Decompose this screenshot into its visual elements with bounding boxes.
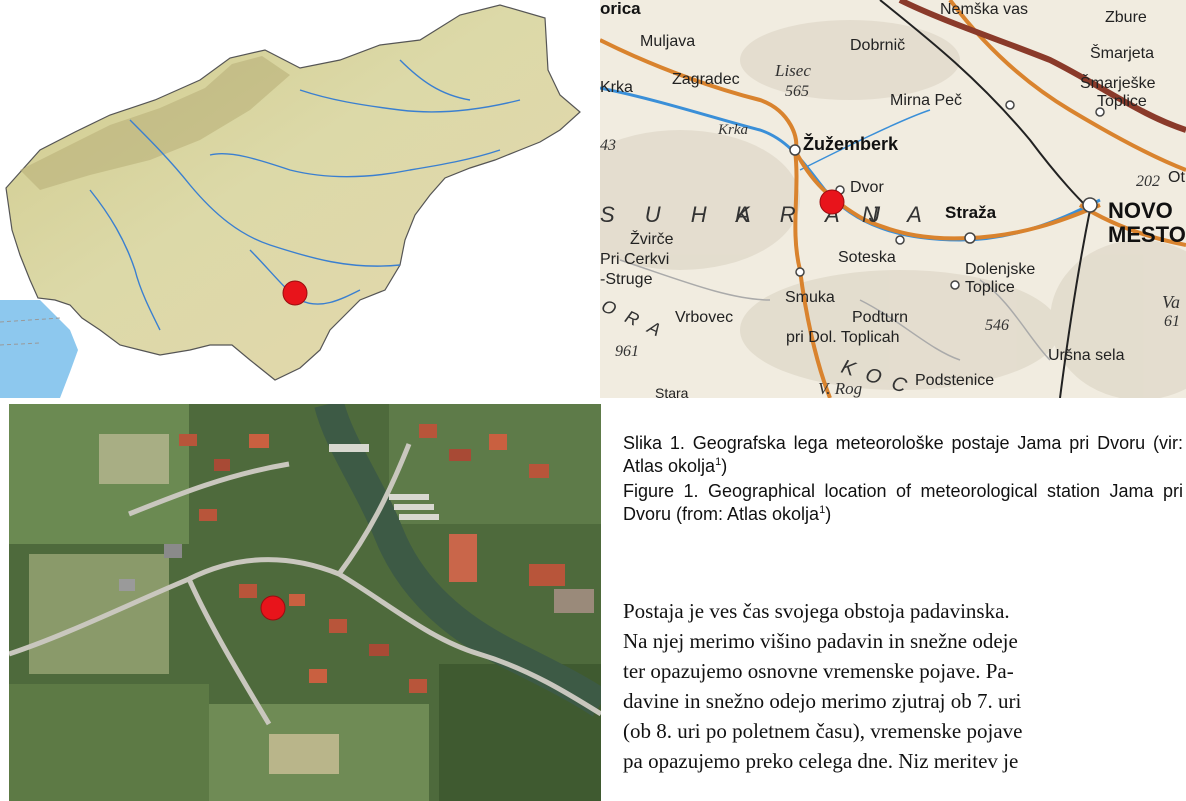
label-zagradec: Zagradec bbox=[672, 71, 740, 88]
alps-relief bbox=[20, 56, 290, 190]
label-straza: Straža bbox=[945, 203, 997, 222]
label-zbure: Zbure bbox=[1105, 9, 1147, 26]
label-vrbovec: Vrbovec bbox=[675, 309, 733, 326]
aerial-roads bbox=[9, 443, 601, 726]
minor-roads bbox=[619, 259, 1051, 361]
slovenia-land bbox=[5, 4, 581, 381]
slovenia-overview-map bbox=[0, 0, 596, 398]
body-line: ter opazujemo osnovne vremenske pojave. … bbox=[623, 659, 1014, 683]
road-map: orica Nemška vas Zbure Muljava Dobrnič Š… bbox=[600, 0, 1186, 398]
label-toplice-1: Toplice bbox=[1097, 93, 1147, 110]
elevation-565: 565 bbox=[785, 83, 809, 100]
body-line: pa opazujemo preko celega dne. Niz merit… bbox=[623, 749, 1019, 773]
body-line: Na njej merimo višino padavin in snežne … bbox=[623, 629, 1018, 653]
station-location-marker bbox=[819, 189, 845, 215]
railway bbox=[879, 0, 1092, 398]
weir bbox=[329, 444, 439, 520]
label-krka-river: Krka bbox=[717, 122, 748, 138]
label-muljava: Muljava bbox=[640, 33, 695, 50]
body-line: Postaja je ves čas svojega obstoja padav… bbox=[623, 599, 1010, 623]
caption-en-end: ) bbox=[825, 504, 832, 524]
river-krka bbox=[314, 404, 601, 717]
label-struge: -Struge bbox=[600, 271, 653, 288]
figure-caption-slovenian: Slika 1. Geografska lega meteorološke po… bbox=[623, 432, 1183, 478]
label-zuzemberk: Žužemberk bbox=[803, 133, 899, 154]
elevation-546: 546 bbox=[985, 317, 1009, 334]
region-kraj: K R A J bbox=[735, 202, 892, 227]
road-map-svg: orica Nemška vas Zbure Muljava Dobrnič Š… bbox=[600, 0, 1186, 398]
label-toplice-2: Toplice bbox=[965, 279, 1015, 296]
aerial-photo-svg bbox=[9, 404, 601, 801]
elevation-202: 202 bbox=[1136, 173, 1160, 190]
region-suha: S U H A bbox=[600, 202, 763, 227]
label-soteska: Soteska bbox=[838, 249, 896, 266]
rivers bbox=[89, 59, 521, 331]
body-line: (ob 8. uri po poletnem času), vremenske … bbox=[623, 719, 1023, 743]
label-krka-town: Krka bbox=[600, 79, 633, 96]
caption-sl-footnote: 1 bbox=[715, 456, 722, 468]
label-dobrnic: Dobrnič bbox=[850, 37, 905, 54]
label-smarjeske: Šmarješke bbox=[1080, 73, 1156, 92]
caption-en-footnote: 1 bbox=[819, 504, 826, 516]
station-location-marker bbox=[260, 595, 286, 621]
label-mesto: MESTO bbox=[1108, 222, 1186, 247]
caption-sl-end: ) bbox=[721, 456, 728, 476]
region-na: N A bbox=[862, 202, 934, 227]
figure-caption-english: Figure 1. Geographical location of meteo… bbox=[623, 480, 1183, 526]
caption-sl-text: Slika 1. Geografska lega meteorološke po… bbox=[623, 433, 1183, 476]
label-mirna-pec: Mirna Peč bbox=[890, 92, 962, 109]
label-podturn: Podturn bbox=[852, 309, 908, 326]
label-pri-dol-toplicah: pri Dol. Toplicah bbox=[786, 329, 900, 346]
vegetation bbox=[9, 404, 601, 801]
label-novo: NOVO bbox=[1108, 198, 1173, 223]
place-markers bbox=[789, 100, 1105, 290]
body-paragraph: Postaja je ves čas svojega obstoja padav… bbox=[623, 596, 1186, 776]
label-smuka: Smuka bbox=[785, 289, 835, 306]
aerial-photo bbox=[9, 404, 601, 801]
label-stara: Stara bbox=[655, 385, 689, 398]
label-orica: orica bbox=[600, 0, 641, 18]
label-v-rog: V. Rog bbox=[818, 379, 862, 398]
slovenia-map-svg bbox=[0, 4, 581, 398]
elevation-43: 43 bbox=[600, 137, 616, 154]
stream bbox=[799, 109, 931, 171]
buildings bbox=[119, 424, 594, 693]
caption-en-text: Figure 1. Geographical location of meteo… bbox=[623, 481, 1183, 524]
terrain-shading bbox=[600, 20, 1186, 398]
label-lisec: Lisec bbox=[774, 61, 811, 80]
label-smarjeta: Šmarjeta bbox=[1090, 43, 1154, 62]
elevation-961: 961 bbox=[615, 343, 639, 360]
label-ursna-sela: Uršna sela bbox=[1048, 347, 1125, 364]
label-podstenice: Podstenice bbox=[915, 372, 994, 389]
label-ot: Ot bbox=[1168, 169, 1185, 186]
label-va: Va bbox=[1162, 292, 1180, 312]
station-location-marker bbox=[282, 280, 308, 306]
adriatic-sea bbox=[0, 300, 78, 398]
body-line: davine in snežno odejo merimo zjutraj ob… bbox=[623, 689, 1022, 713]
label-dolenjske: Dolenjske bbox=[965, 261, 1035, 278]
label-dvor: Dvor bbox=[850, 179, 884, 196]
elevation-61: 61 bbox=[1164, 313, 1180, 330]
highway bbox=[898, 0, 1186, 133]
label-zvirce: Žvirče bbox=[630, 229, 674, 248]
label-nemska-vas: Nemška vas bbox=[940, 1, 1028, 18]
country-border-dashed bbox=[0, 317, 61, 346]
label-pri-cerkvi: Pri Cerkvi bbox=[600, 251, 669, 268]
